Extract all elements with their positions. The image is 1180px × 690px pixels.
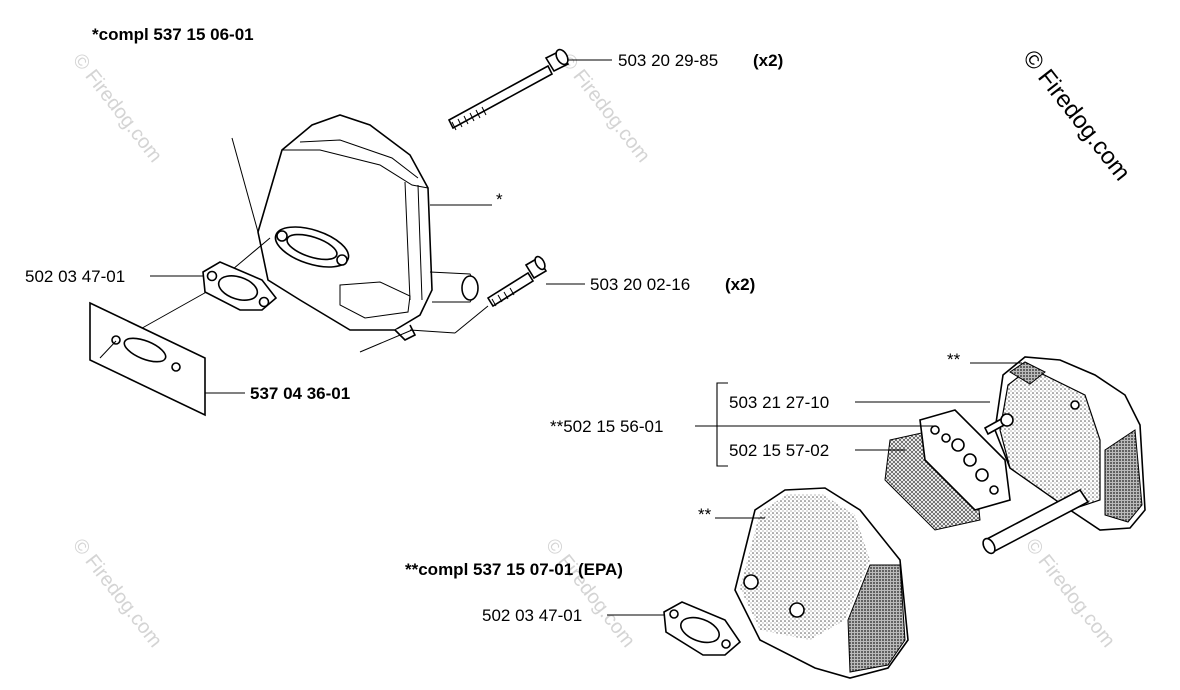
top-assembly-title: *compl 537 15 06-01: [92, 25, 254, 44]
long-bolt: [447, 48, 570, 131]
watermark-tile: © Firedog.com: [541, 535, 639, 652]
plate: [89, 301, 206, 417]
quantity-long-bolt: (x2): [753, 51, 783, 70]
small-screw: [983, 413, 1014, 436]
part-number-short-bolt: 503 20 02-16: [590, 275, 690, 294]
gasket-bottom: [663, 601, 742, 656]
watermark-main: © Firedog.com: [1017, 45, 1135, 186]
spark-arrestor-screen: [884, 409, 1011, 531]
alignment-lines-top: [127, 137, 489, 353]
part-number-gasket-bottom: 502 03 47-01: [482, 606, 582, 625]
callout-bracket: [716, 382, 728, 467]
callout-short-bolt: 503 20 02-16 (x2): [590, 275, 755, 294]
part-number-long-bolt: 503 20 29-85: [618, 51, 718, 70]
watermark-tile: © Firedog.com: [1021, 535, 1119, 652]
gasket-top: [202, 261, 278, 311]
part-number-screen-group: **502 15 56-01: [550, 417, 663, 436]
short-bolt: [486, 255, 548, 308]
marker-cover-right: **: [947, 350, 961, 369]
marker-muffler-top: *: [496, 190, 503, 209]
bottom-assembly-title: **compl 537 15 07-01 (EPA): [405, 560, 623, 579]
muffler-cover-left: [734, 487, 909, 679]
muffler-cover-right: [982, 356, 1146, 555]
part-number-plate: 537 04 36-01: [250, 384, 350, 403]
quantity-short-bolt: (x2): [725, 275, 755, 294]
watermark-tile: © Firedog.com: [68, 535, 166, 652]
muffler-top: [257, 114, 479, 341]
callout-long-bolt: 503 20 29-85 (x2): [618, 51, 783, 70]
part-number-screen: 502 15 57-02: [729, 441, 829, 460]
watermark-tile: © Firedog.com: [68, 50, 166, 167]
marker-cover-left: **: [698, 505, 712, 524]
part-number-small-screw: 503 21 27-10: [729, 393, 829, 412]
part-number-gasket-top: 502 03 47-01: [25, 267, 125, 286]
